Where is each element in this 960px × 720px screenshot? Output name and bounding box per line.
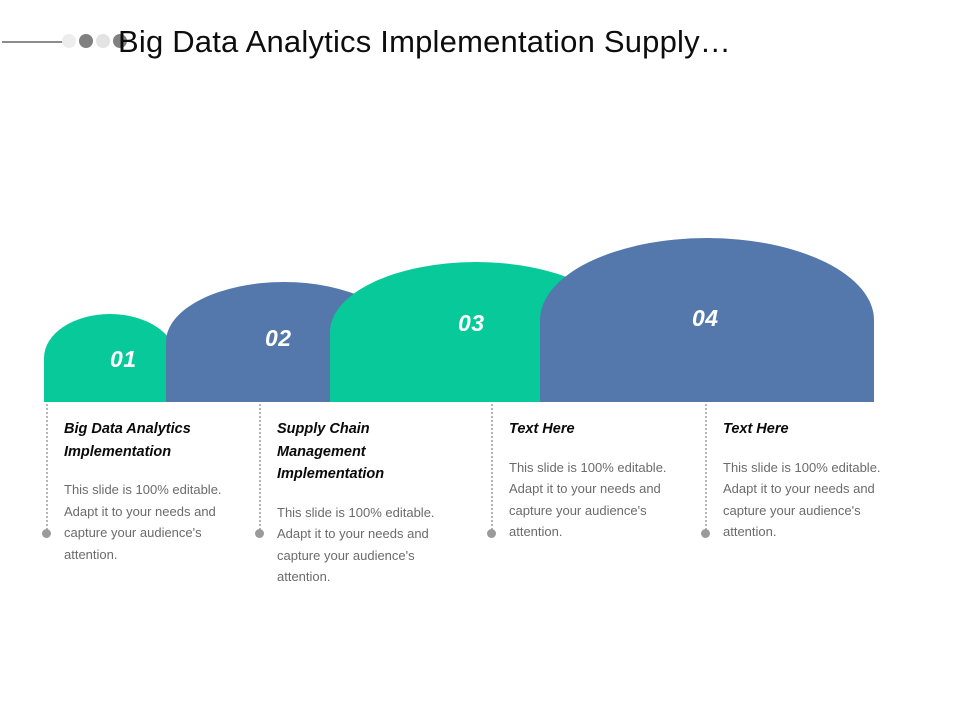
connector-dot-1 [42, 529, 51, 538]
connector-line-4 [705, 404, 709, 534]
column-1-heading: Big Data Analytics Implementation [64, 421, 191, 460]
content-column-4: Text Here This slide is 100% editable. A… [723, 418, 903, 543]
column-3-body: This slide is 100% editable. Adapt it to… [509, 459, 667, 540]
column-4-body: This slide is 100% editable. Adapt it to… [723, 459, 881, 540]
column-3-heading: Text Here [509, 421, 575, 437]
column-4-heading: Text Here [723, 421, 789, 437]
arch-number-02: 02 [265, 325, 292, 351]
page-title: Big Data Analytics Implementation Supply… [118, 24, 732, 59]
arch-number-04: 04 [692, 305, 719, 331]
connector-dot-3 [487, 529, 496, 538]
slide-header: Big Data Analytics Implementation Supply… [0, 20, 960, 66]
column-2-heading: Supply Chain Management Implementation [277, 421, 385, 482]
content-column-3: Text Here This slide is 100% editable. A… [509, 418, 689, 543]
arch-shape-01 [44, 314, 176, 402]
column-2-body: This slide is 100% editable. Adapt it to… [277, 504, 435, 585]
title-dot-group [62, 34, 127, 48]
connector-dot-4 [701, 529, 710, 538]
title-dot-2-icon [79, 34, 93, 48]
title-dot-3-icon [96, 34, 110, 48]
connector-line-1 [46, 404, 50, 534]
title-dot-4-icon [113, 34, 127, 48]
arch-number-03: 03 [458, 310, 485, 336]
column-1-body: This slide is 100% editable. Adapt it to… [64, 482, 222, 562]
connector-line-3 [491, 404, 495, 534]
content-column-2: Supply Chain Management Implementation T… [277, 418, 452, 588]
arch-number-01: 01 [110, 346, 137, 372]
arch-shape-04 [540, 238, 874, 402]
connector-line-2 [259, 404, 263, 534]
connector-dot-2 [255, 529, 264, 538]
title-rule [2, 41, 64, 43]
title-dot-1-icon [62, 34, 76, 48]
content-column-1: Big Data Analytics Implementation This s… [64, 418, 224, 565]
